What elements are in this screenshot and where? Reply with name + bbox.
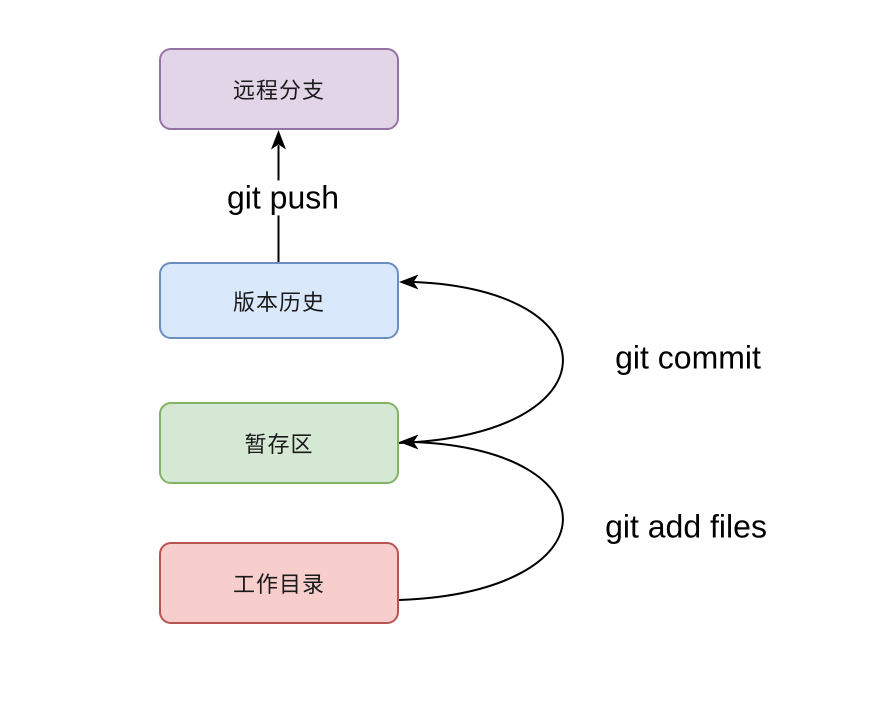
git-push-label: git push: [220, 180, 346, 216]
node-staging-area: 暂存区: [159, 402, 399, 484]
git-add-arrowhead: [399, 434, 419, 450]
git-commit-arrow-line: [398, 281, 564, 444]
git-add-arrow-line: [398, 441, 564, 601]
node-working-directory: 工作目录: [159, 542, 399, 624]
node-remote-branch-label: 远程分支: [232, 78, 325, 103]
git-commit-arrowhead: [399, 274, 419, 290]
git-add-files-label: git add files: [605, 508, 767, 545]
git-push-arrowhead: [271, 130, 286, 150]
node-remote-branch: 远程分支: [159, 48, 399, 130]
git-commit-label: git commit: [615, 339, 761, 376]
node-working-directory-label: 工作目录: [232, 572, 325, 597]
node-version-history-label: 版本历史: [232, 289, 325, 315]
node-staging-area-label: 暂存区: [244, 432, 314, 457]
node-version-history: 版本历史: [159, 262, 399, 339]
